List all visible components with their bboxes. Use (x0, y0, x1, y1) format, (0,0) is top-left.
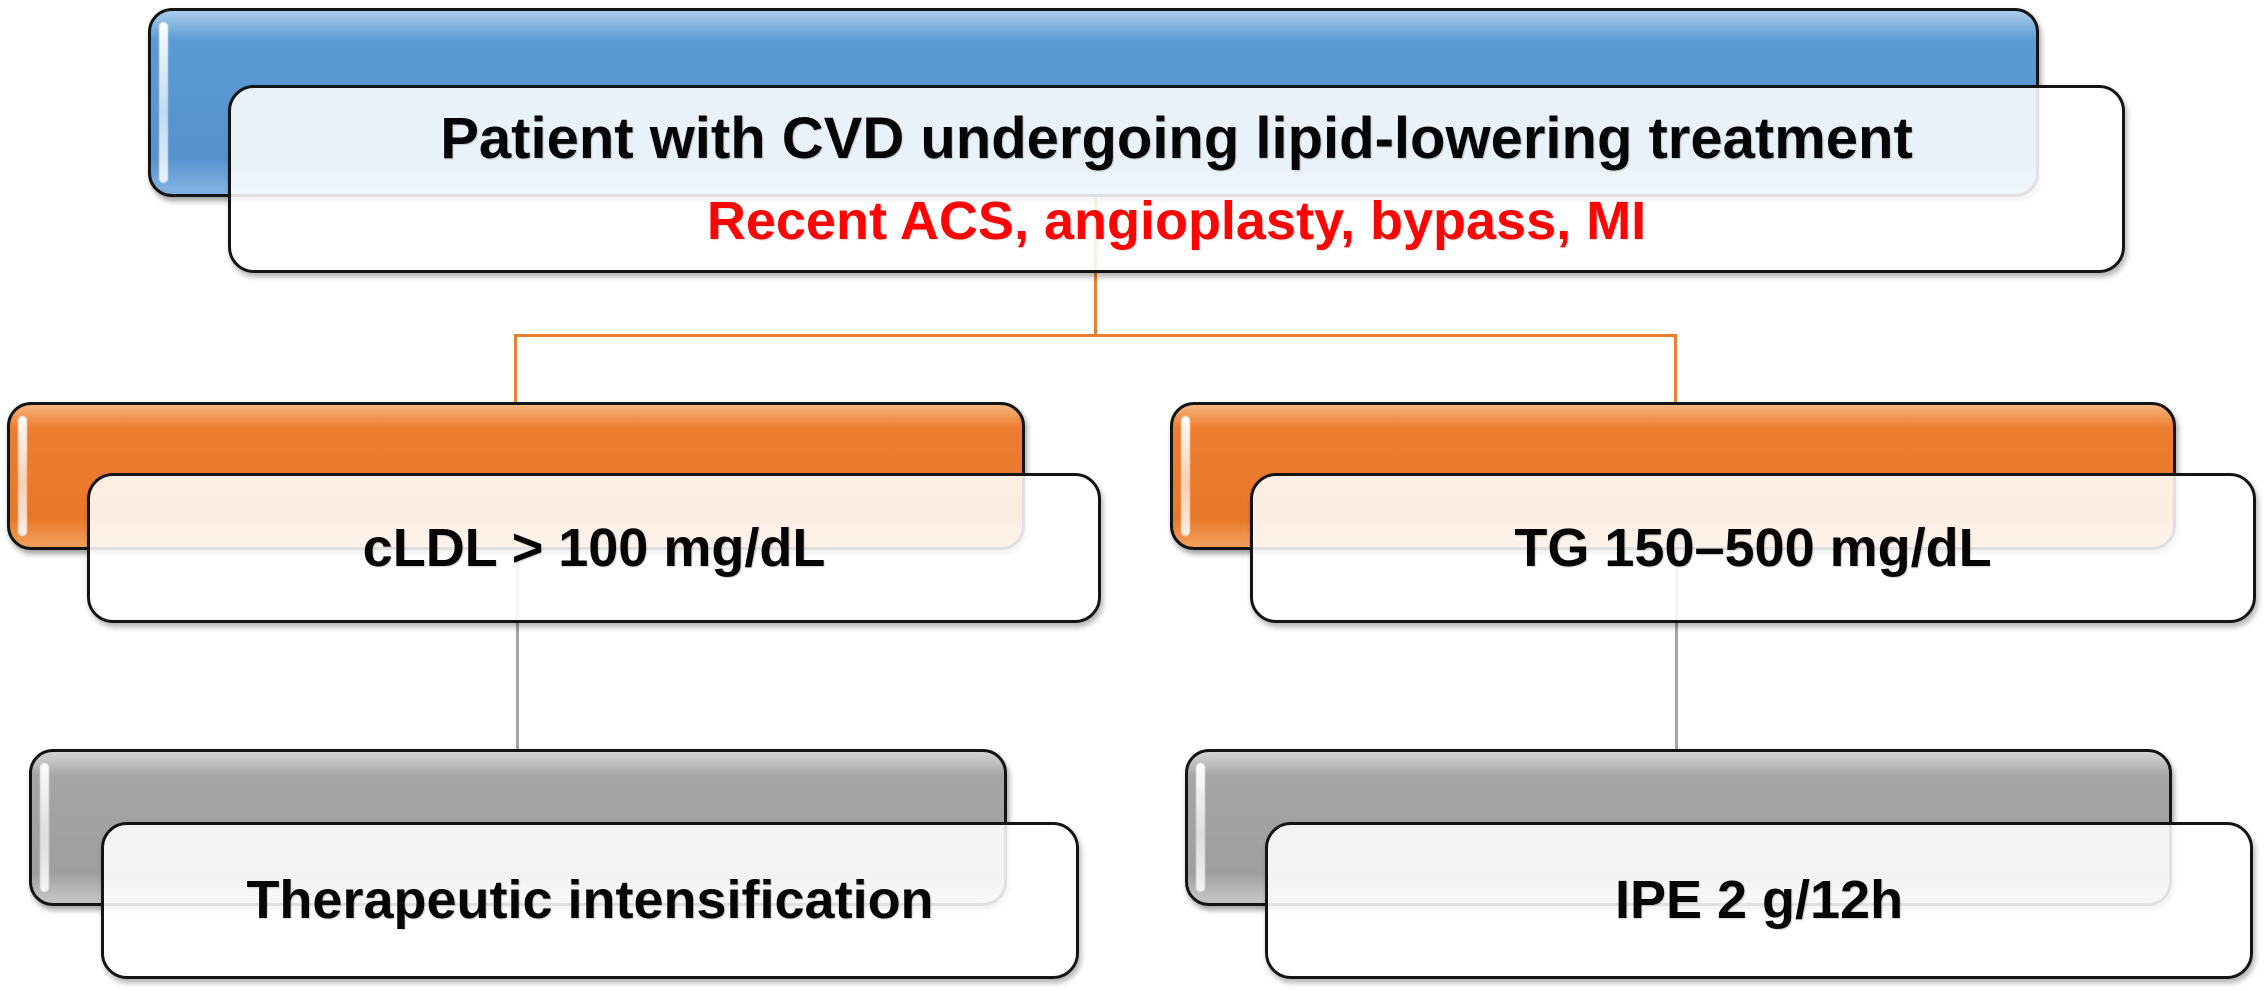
right-action-panel: IPE 2 g/12h (1265, 822, 2253, 979)
left-action-panel: Therapeutic intensification (101, 822, 1079, 979)
connector-right-branch-drop (1674, 336, 1677, 404)
connector-left-branch-drop (514, 336, 517, 404)
left-condition-panel: cLDL > 100 mg/dL (87, 473, 1101, 623)
left-condition-label: cLDL > 100 mg/dL (362, 517, 826, 578)
root-node-panel: Patient with CVD undergoing lipid-loweri… (228, 85, 2125, 273)
right-condition-panel: TG 150–500 mg/dL (1250, 473, 2256, 623)
root-node-subtitle: Recent ACS, angioplasty, bypass, MI (706, 191, 1647, 251)
root-node-title: Patient with CVD undergoing lipid-loweri… (440, 106, 1913, 171)
right-condition-label: TG 150–500 mg/dL (1514, 517, 1992, 578)
connector-left-action-line (516, 552, 519, 751)
left-action-label: Therapeutic intensification (246, 870, 934, 931)
connector-right-action-line (1675, 552, 1678, 751)
connector-branch-bar (514, 334, 1677, 337)
right-action-label: IPE 2 g/12h (1614, 870, 1904, 931)
